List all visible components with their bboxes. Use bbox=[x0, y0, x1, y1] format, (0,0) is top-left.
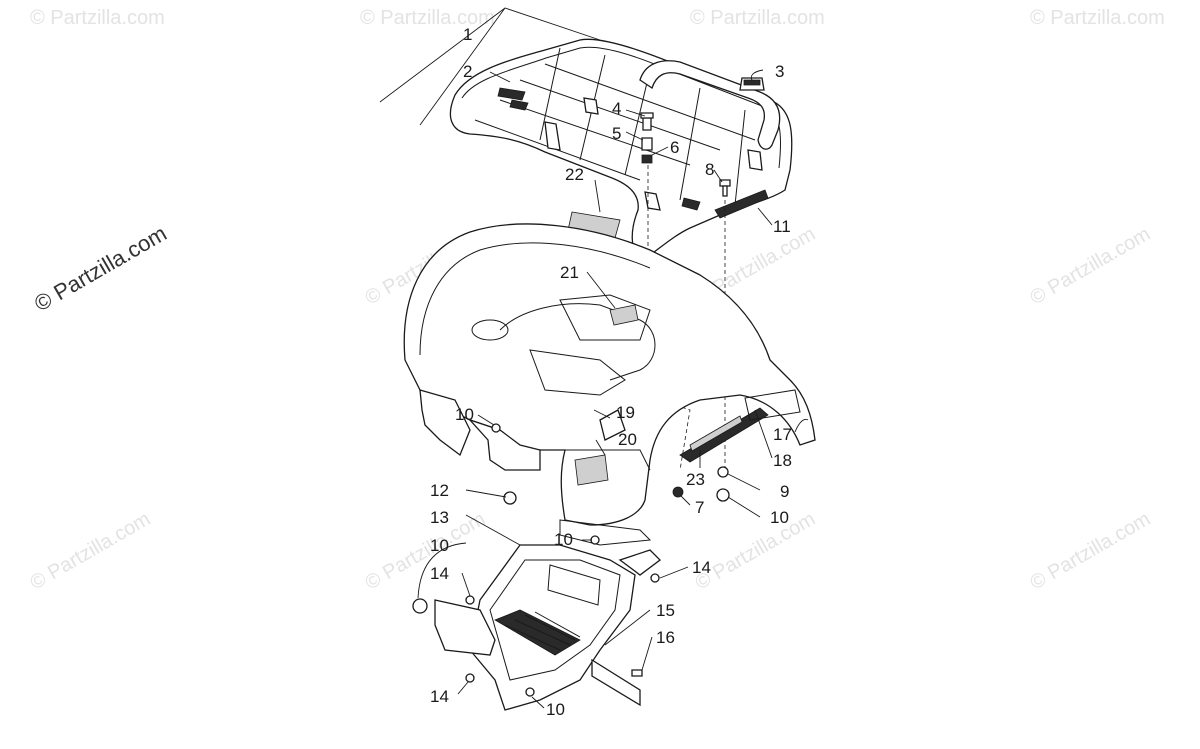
callout-11: 11 bbox=[773, 217, 791, 236]
callout-1: 1 bbox=[463, 25, 472, 44]
callout-14-right: 14 bbox=[692, 558, 711, 577]
callout-16: 16 bbox=[656, 628, 675, 647]
watermark-faint: © Partzilla.com bbox=[1027, 508, 1155, 594]
callout-10-upper-left: 10 bbox=[455, 405, 474, 424]
leader-lines bbox=[417, 69, 809, 709]
callout-14-bottom: 14 bbox=[430, 687, 449, 706]
callout-12: 12 bbox=[430, 481, 449, 500]
callout-2: 2 bbox=[463, 62, 472, 81]
watermark-faint: © Partzilla.com bbox=[362, 508, 490, 594]
callout-15: 15 bbox=[656, 601, 675, 620]
callout-6: 6 bbox=[670, 138, 679, 157]
callout-20: 20 bbox=[618, 430, 637, 449]
watermark-faint: © Partzilla.com bbox=[1030, 7, 1165, 29]
callout-13: 13 bbox=[430, 508, 449, 527]
watermark-faint: © Partzilla.com bbox=[690, 7, 825, 29]
callout-7: 7 bbox=[695, 498, 704, 517]
watermark-faint: © Partzilla.com bbox=[692, 508, 820, 594]
callout-8: 8 bbox=[705, 160, 714, 179]
callout-10-center: 10 bbox=[554, 530, 573, 549]
rear-fender bbox=[403, 223, 816, 546]
callout-21: 21 bbox=[560, 263, 579, 282]
callout-10-left: 10 bbox=[430, 536, 449, 555]
callout-3: 3 bbox=[775, 62, 784, 81]
watermark-faint: © Partzilla.com bbox=[1027, 223, 1155, 309]
watermark-faint: © Partzilla.com bbox=[27, 508, 155, 594]
step-plate-part-15 bbox=[591, 658, 641, 707]
rear-rack bbox=[449, 38, 793, 259]
callout-10-bottom: 10 bbox=[546, 700, 565, 719]
callout-5: 5 bbox=[612, 124, 621, 143]
callout-10-right: 10 bbox=[770, 508, 789, 527]
callout-labels: 1 2 3 4 5 6 8 22 11 21 10 19 20 17 18 23… bbox=[430, 25, 792, 719]
callout-17: 17 bbox=[773, 425, 792, 444]
callout-14-left: 14 bbox=[430, 564, 449, 583]
footwell-part-13 bbox=[434, 544, 661, 711]
watermark-main: © Partzilla.com bbox=[30, 221, 171, 317]
callout-19: 19 bbox=[616, 403, 635, 422]
callout-18: 18 bbox=[773, 451, 792, 470]
callout-23: 23 bbox=[686, 470, 705, 489]
watermark-faint: © Partzilla.com bbox=[30, 7, 165, 29]
watermark-faint: © Partzilla.com bbox=[360, 7, 495, 29]
callout-4: 4 bbox=[612, 99, 621, 118]
callout-22: 22 bbox=[565, 165, 584, 184]
callout-9: 9 bbox=[780, 482, 789, 501]
